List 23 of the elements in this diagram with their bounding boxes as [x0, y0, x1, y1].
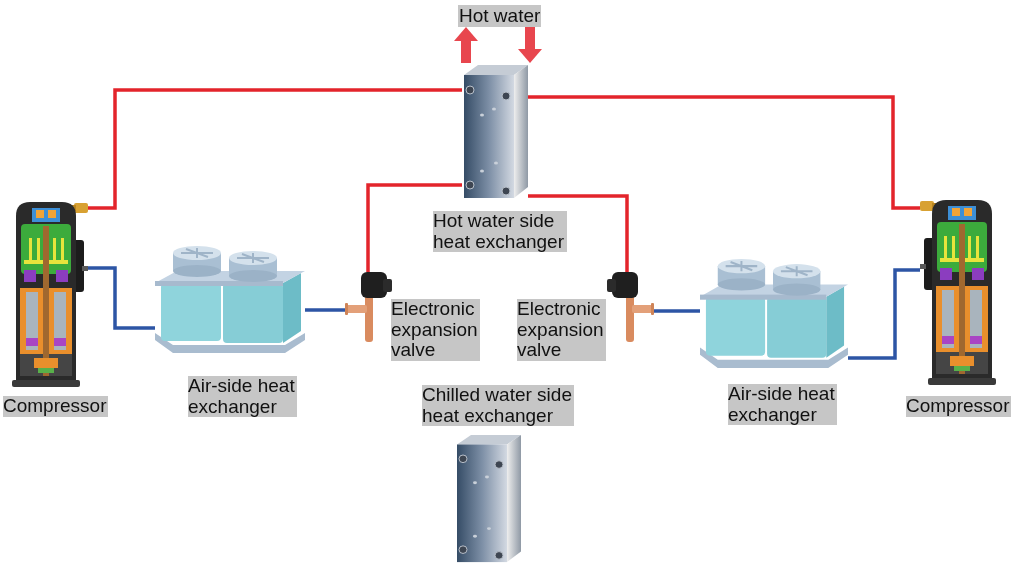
refrigerant-pipe [528, 194, 629, 272]
component-label: Chilled water side heat exchanger [422, 385, 574, 426]
expansion-valve [345, 272, 392, 342]
refrigerant-pipe [528, 95, 920, 210]
component-label: Compressor [3, 396, 108, 417]
component-label: Air-side heat exchanger [188, 376, 297, 417]
plate-heat-exchanger [462, 63, 528, 200]
flow-label: Hot water [458, 5, 542, 27]
component-label: Compressor [906, 396, 1011, 417]
component-label: Electronic expansion valve [517, 299, 606, 361]
refrigerant-pipe [305, 308, 345, 312]
expansion-valve [607, 272, 654, 342]
flow-arrow [454, 27, 478, 63]
component-label: Electronic expansion valve [391, 299, 480, 361]
plate-heat-exchanger [455, 433, 521, 564]
component-label: Air-side heat exchanger [728, 384, 837, 425]
component-label: Hot water side heat exchanger [433, 211, 567, 252]
refrigerant-pipe [88, 266, 155, 330]
refrigerant-pipe [366, 183, 462, 272]
flow-arrow [518, 27, 542, 63]
refrigerant-pipe [654, 309, 700, 313]
refrigerant-pipe [88, 88, 462, 210]
refrigerant-pipe [848, 268, 920, 360]
